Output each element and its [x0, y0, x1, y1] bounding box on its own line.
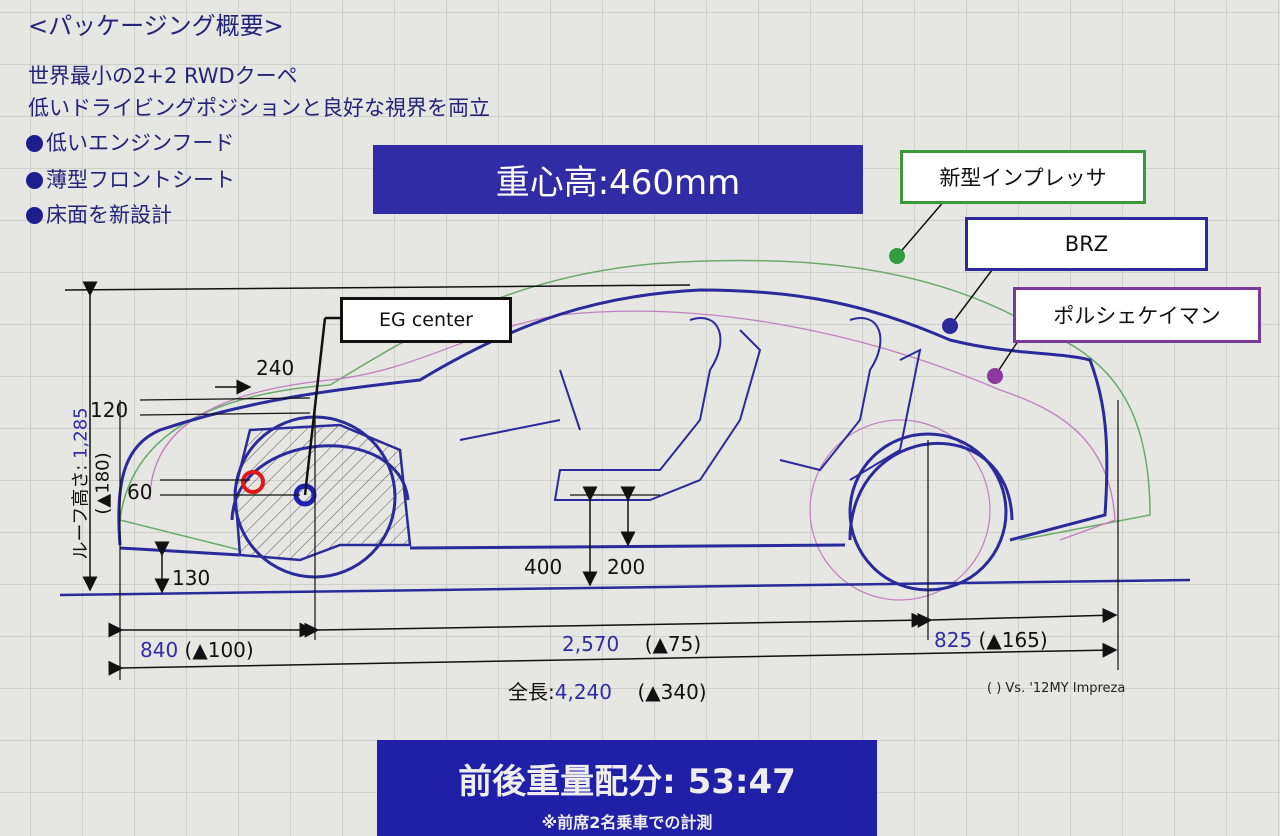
brz-outline: [117, 288, 1109, 557]
overall-length-arrow: [108, 642, 1118, 676]
dim-240: 240: [256, 356, 295, 380]
engine-cg-red-marker: [241, 470, 265, 494]
overall-length: 全長:4,240 (▲340): [508, 680, 707, 704]
bullet-item: 床面を新設計: [26, 205, 172, 226]
front-overhang: 840 (▲100): [140, 638, 254, 662]
steering-column: [459, 369, 581, 441]
dim-200: 200: [607, 555, 646, 579]
driver-figure: [553, 317, 762, 501]
weight-distribution-banner: 前後重量配分: 53:47 ※前席2名乗車での計測: [377, 740, 877, 836]
rear-wheel-arch: [848, 441, 1014, 541]
intro-line: 低いドライビングポジションと良好な視界を両立: [28, 96, 490, 120]
center-of-gravity-banner: 重心高:460mm: [373, 145, 863, 214]
dim-60: 60: [127, 480, 153, 504]
dim-400: 400: [524, 555, 563, 579]
impreza-leader-line: [896, 199, 946, 257]
dim-120-line: [139, 397, 311, 401]
rear-passenger-figure: [779, 317, 922, 481]
front-wheel-arch: [230, 444, 410, 521]
eg-center-label: EG center: [340, 297, 512, 343]
legend-impreza: 新型インプレッサ: [900, 150, 1146, 204]
bullet-icon: [26, 207, 43, 224]
porsche-leader-dot: [987, 368, 1003, 384]
dim-120: 120: [90, 398, 129, 422]
impreza-leader-dot: [889, 248, 905, 264]
rear-overhang-arrow: [917, 607, 1118, 628]
page-title: <パッケージング概要>: [28, 12, 284, 40]
porsche-rear-wheel: [809, 419, 991, 601]
rear-overhang: 825 (▲165): [934, 628, 1048, 652]
bullet-item: 薄型フロントシート: [26, 170, 235, 191]
brz-leader-dot: [942, 318, 958, 334]
brz-leader-line: [949, 265, 996, 327]
ground-line: [59, 578, 1191, 597]
dim-120-line: [139, 412, 311, 416]
roof-height-label: ルーフ高さ: 1,285 (▲180): [70, 407, 114, 560]
wheelbase: 2,570 (▲75): [562, 632, 702, 656]
bullet-icon: [26, 172, 43, 189]
bullet-icon: [26, 135, 43, 152]
impreza-outline: [119, 259, 1151, 551]
intro-line: 世界最小の2+2 RWDクーペ: [28, 64, 298, 88]
bullet-item: 低いエンジンフード: [26, 133, 234, 154]
weight-distribution-value: 前後重量配分: 53:47: [458, 762, 796, 802]
dim-130: 130: [172, 566, 211, 590]
wheelbase-arrow: [304, 612, 927, 638]
roof-line: [64, 284, 691, 291]
comparison-note: ( ) Vs. '12MY Impreza: [987, 681, 1126, 696]
weight-distribution-note: ※前席2名乗車での計測: [541, 813, 713, 832]
legend-brz: BRZ: [965, 217, 1208, 271]
legend-porsche: ポルシェケイマン: [1013, 287, 1261, 343]
